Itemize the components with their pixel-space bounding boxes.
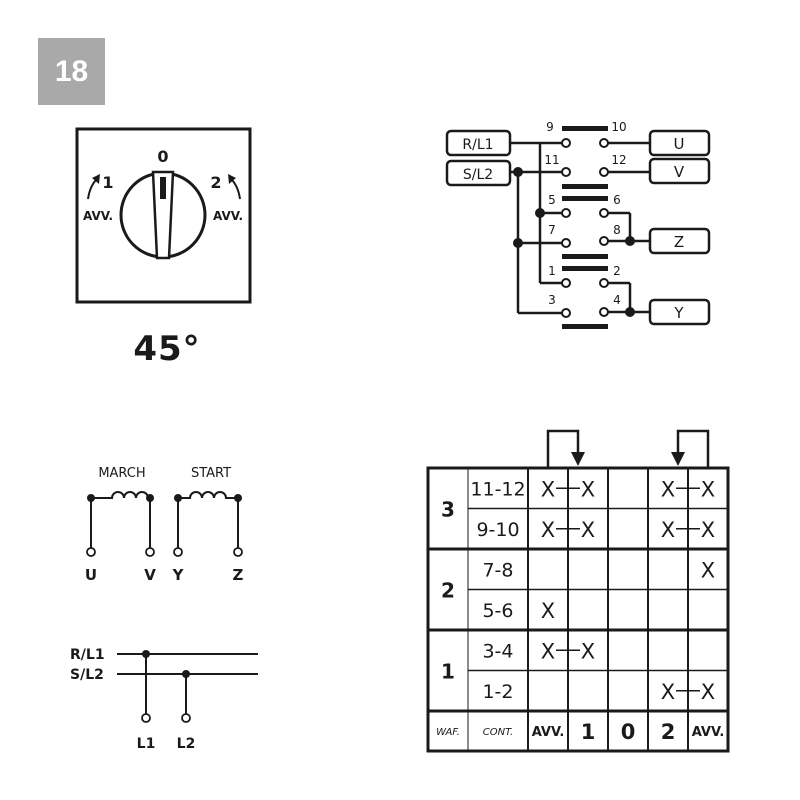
header-position: 1 (581, 720, 596, 744)
right-arrow-icon (228, 174, 241, 200)
rotation-angle-label: 45° (133, 329, 200, 369)
contact-name: 7-8 (482, 559, 513, 581)
wafer-label: 2 (441, 579, 455, 603)
position-0-label: 0 (157, 147, 168, 166)
contact-name: 3-4 (482, 640, 513, 662)
contact-name: 5-6 (482, 600, 513, 622)
wiring-diagram (445, 129, 711, 326)
svg-text:9: 9 (546, 120, 554, 134)
contact-bars (562, 126, 608, 329)
supply-diagram (117, 653, 258, 714)
contact-name: 11-12 (470, 478, 525, 500)
rotation-arrow-icon (546, 429, 580, 468)
terminal-numbers: 9 10 11 12 5 6 7 8 1 2 3 4 (544, 120, 626, 307)
arrow-head-icon (671, 452, 685, 466)
arrow-head-icon (571, 452, 585, 466)
contact-mark: X (661, 680, 675, 704)
svg-text:6: 6 (613, 193, 621, 207)
position-2-label: 2 (210, 173, 221, 192)
motor-terminal-z: Z (233, 566, 244, 584)
header-waf: WAF. (436, 727, 460, 738)
switch-face: 0 1 2 AVV. AVV. (75, 127, 252, 304)
rotation-arrow-icon (676, 429, 710, 468)
header-cont: CONT. (483, 727, 513, 738)
position-1-label: 1 (102, 173, 113, 192)
supply-output-l1: L1 (137, 736, 156, 752)
table-frame (426, 466, 730, 753)
contact-mark: X (661, 518, 675, 542)
svg-text:11: 11 (544, 153, 559, 167)
contact-name: 1-2 (482, 681, 513, 703)
supply-label-sl2: S/L2 (70, 667, 104, 683)
input-label-sl2: S/L2 (463, 167, 493, 183)
coil-terminals (86, 547, 243, 557)
svg-text:3: 3 (548, 293, 556, 307)
output-label-y: Y (673, 304, 684, 322)
diagram-number-badge: 18 (38, 38, 105, 105)
header-position: 2 (661, 720, 676, 744)
contact-mark: X (581, 639, 595, 663)
left-avv-label: AVV. (83, 209, 113, 223)
contact-mark: X (661, 477, 675, 501)
output-label-v: V (674, 163, 685, 181)
contact-mark: X (701, 477, 715, 501)
motor-terminal-u: U (85, 566, 97, 584)
contact-name: 9-10 (476, 519, 519, 541)
header-position: AVV. (532, 725, 565, 740)
supply-dots (142, 650, 190, 678)
output-label-z: Z (674, 233, 684, 251)
svg-text:1: 1 (548, 264, 556, 278)
coil-dots (87, 494, 242, 502)
motor-coil-diagram (90, 491, 239, 548)
supply-output-l2: L2 (177, 736, 196, 752)
left-arrow-icon (87, 174, 100, 200)
contact-mark: X (701, 518, 715, 542)
header-position: AVV. (692, 725, 725, 740)
march-label: MARCH (98, 466, 145, 481)
svg-text:5: 5 (548, 193, 556, 207)
contact-mark: X (541, 599, 555, 623)
svg-text:7: 7 (548, 223, 556, 237)
contact-mark: X (581, 477, 595, 501)
svg-text:12: 12 (611, 153, 626, 167)
knob-handle (151, 170, 175, 260)
svg-text:10: 10 (611, 120, 626, 134)
contact-mark: X (541, 477, 555, 501)
contact-mark: X (701, 558, 715, 582)
contact-terminals (561, 138, 609, 318)
start-label: START (191, 466, 231, 481)
contact-mark: X (581, 518, 595, 542)
knob-indicator (160, 177, 166, 199)
supply-label-rl1: R/L1 (70, 647, 105, 663)
supply-terminals (141, 713, 191, 723)
contact-mark: X (701, 680, 715, 704)
motor-terminal-y: Y (172, 566, 185, 584)
svg-text:8: 8 (613, 223, 621, 237)
svg-text:2: 2 (613, 264, 621, 278)
input-label-rl1: R/L1 (462, 137, 493, 153)
output-label-u: U (674, 135, 685, 153)
contact-mark: X (541, 639, 555, 663)
header-position: 0 (621, 720, 636, 744)
wafer-label: 1 (441, 660, 455, 684)
svg-text:4: 4 (613, 293, 621, 307)
motor-terminal-v: V (144, 566, 156, 584)
junction-dots (513, 167, 635, 317)
contact-mark: X (541, 518, 555, 542)
wafer-label: 3 (441, 498, 455, 522)
right-avv-label: AVV. (213, 209, 243, 223)
